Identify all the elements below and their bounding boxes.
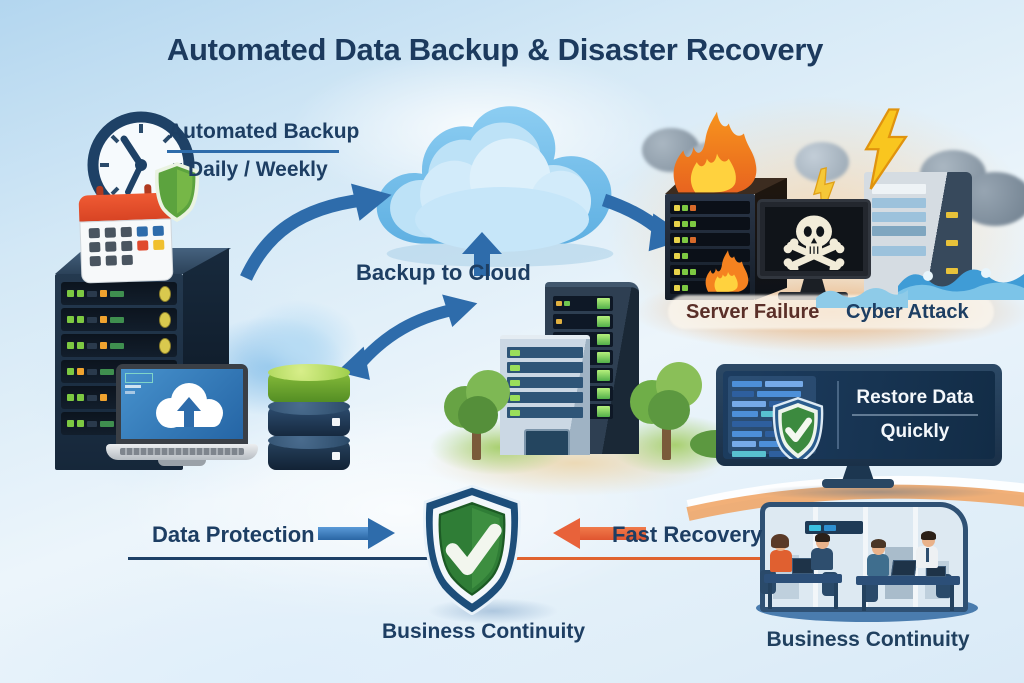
restore-line1: Restore Data — [856, 387, 974, 408]
upload-arrow-icon — [462, 232, 502, 276]
laptop-icon — [106, 364, 258, 470]
restore-divider — [852, 414, 978, 416]
data-protection-line — [128, 557, 443, 560]
lightning-icon — [812, 167, 836, 216]
restore-monitor-icon: Restore Data Quickly — [716, 364, 1002, 466]
clock-shield-badge-icon — [154, 162, 200, 222]
desk — [856, 576, 960, 585]
flood-icon — [898, 268, 1024, 300]
monitor-stand — [800, 279, 826, 293]
fast-recovery-label: Fast Recovery — [612, 522, 763, 547]
monitor-base — [822, 479, 894, 488]
laptop-cloud-upload-icon — [156, 383, 223, 428]
page-title: Automated Data Backup & Disaster Recover… — [166, 32, 824, 67]
skull-monitor-icon — [757, 199, 871, 279]
shield-shadow — [428, 598, 558, 624]
arrow-right-icon — [318, 518, 395, 549]
data-protection-label: Data Protection — [152, 522, 315, 547]
tree-icon — [442, 368, 512, 460]
desk — [764, 574, 842, 583]
arrow-left-icon — [553, 518, 646, 549]
schedule-divider — [167, 150, 339, 153]
person — [811, 548, 833, 570]
tree-icon — [630, 360, 702, 460]
database-icon — [268, 364, 350, 472]
server-failure-label: Server Failure — [686, 301, 820, 323]
office-building-icon — [500, 335, 590, 455]
desk-laptop — [890, 560, 918, 576]
person — [770, 550, 792, 572]
office-sign — [805, 521, 863, 534]
datacenter-tower-icon — [545, 282, 639, 454]
schedule-frequency: Daily / Weekly — [188, 158, 328, 181]
office-caption: Business Continuity — [766, 628, 970, 651]
office-scene-icon — [750, 494, 986, 626]
fast-recovery-line — [502, 557, 768, 560]
building-entrance — [524, 429, 570, 455]
schedule-heading: Automated Backup — [168, 120, 360, 143]
restore-line2: Quickly — [880, 421, 950, 442]
business-continuity-label: Business Continuity — [382, 620, 586, 643]
person — [867, 554, 889, 576]
fire-icon — [705, 250, 749, 292]
shield-check-icon — [423, 485, 521, 615]
monitor-shadow — [752, 484, 1002, 500]
flood-icon — [816, 288, 908, 308]
cyber-attack-label: Cyber Attack — [846, 301, 969, 323]
fire-icon — [673, 111, 757, 193]
screen-divider — [837, 381, 839, 449]
cloud-label: Backup to Cloud — [356, 260, 531, 285]
skull-crossbones-icon — [783, 215, 845, 270]
flow-arrow-schedule-to-cloud — [240, 183, 392, 281]
monitor-stand — [842, 464, 874, 481]
laptop-ui-chip — [125, 373, 153, 383]
shield-check-icon — [772, 397, 824, 459]
lightning-icon — [864, 108, 909, 190]
